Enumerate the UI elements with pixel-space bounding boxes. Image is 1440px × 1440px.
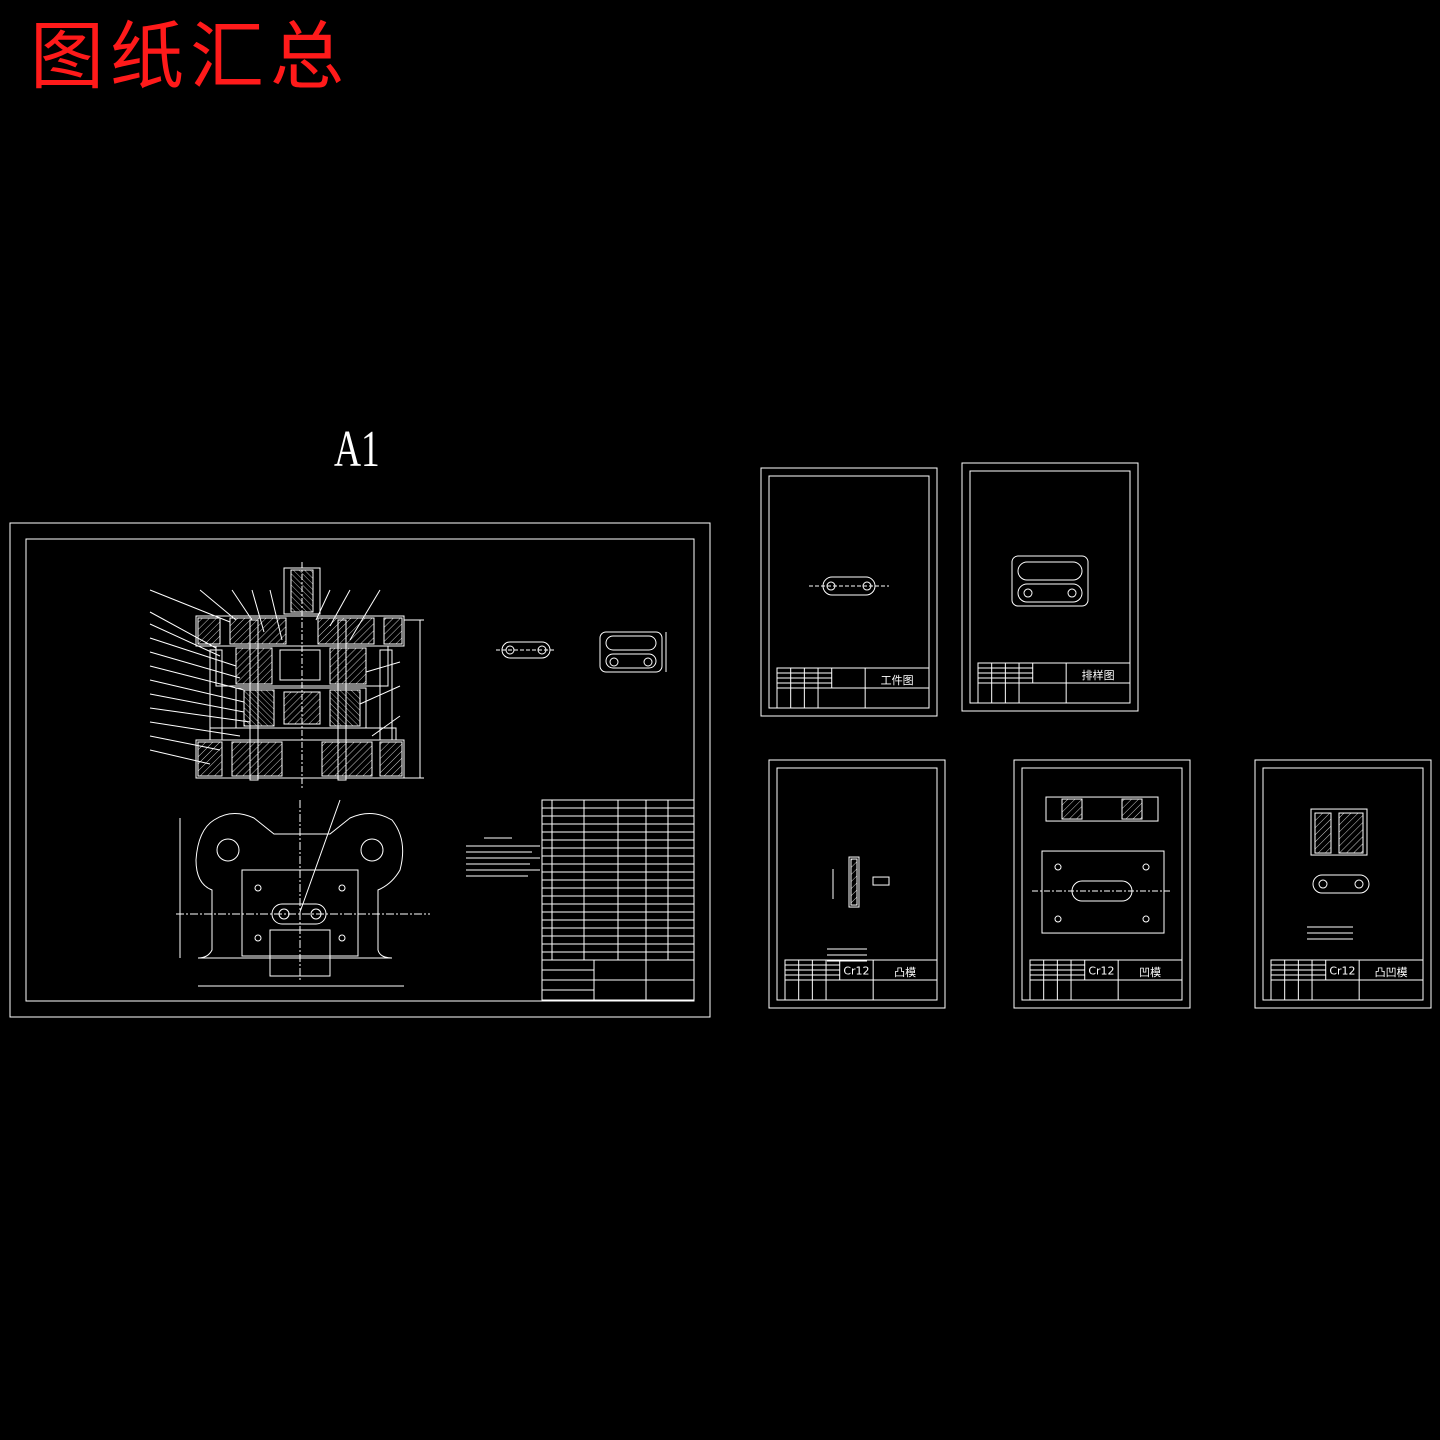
assembly-parts-list: [541, 799, 695, 1001]
assembly-notes: [466, 837, 540, 877]
assembly-sheet-outer-border: [9, 522, 711, 1018]
assembly-part-sketch: [496, 631, 667, 673]
sheet-name: 凹模: [1139, 966, 1161, 979]
sheet-name: 工件图: [881, 674, 914, 687]
sheet-die: Cr12 凹模: [1013, 759, 1191, 1009]
small-sheets: 工件图 排样图 Cr12 凸模 Cr12 凹模 Cr12 凸凹模: [760, 462, 1432, 1009]
sheet-material: Cr12: [1088, 964, 1114, 977]
main-sheet-label: A1: [334, 421, 380, 478]
sheet-material: Cr12: [1329, 964, 1355, 977]
sheet-outer-border: [760, 467, 938, 717]
sheet-outer-border: [1254, 759, 1432, 1009]
assembly-sheet-inner-border: [25, 538, 695, 1002]
sheet-punch: Cr12 凸模: [768, 759, 946, 1009]
sheet-outer-border: [1013, 759, 1191, 1009]
page-title: 图纸汇总: [30, 14, 350, 100]
sheet-name: 凸模: [894, 966, 916, 979]
sheet-workpiece: 工件图: [760, 467, 938, 717]
sheet-outer-border: [768, 759, 946, 1009]
assembly-sheet: [9, 522, 711, 1018]
sheet-name: 排样图: [1082, 668, 1115, 682]
assembly-plan-view: [176, 799, 430, 987]
sheet-name: 凸凹模: [1375, 966, 1408, 979]
sheet-layout: 排样图: [961, 462, 1139, 712]
sheet-outer-border: [961, 462, 1139, 712]
sheet-material: Cr12: [843, 964, 869, 977]
assembly-section-view: [149, 562, 424, 790]
sheet-punch-die: Cr12 凸凹模: [1254, 759, 1432, 1009]
